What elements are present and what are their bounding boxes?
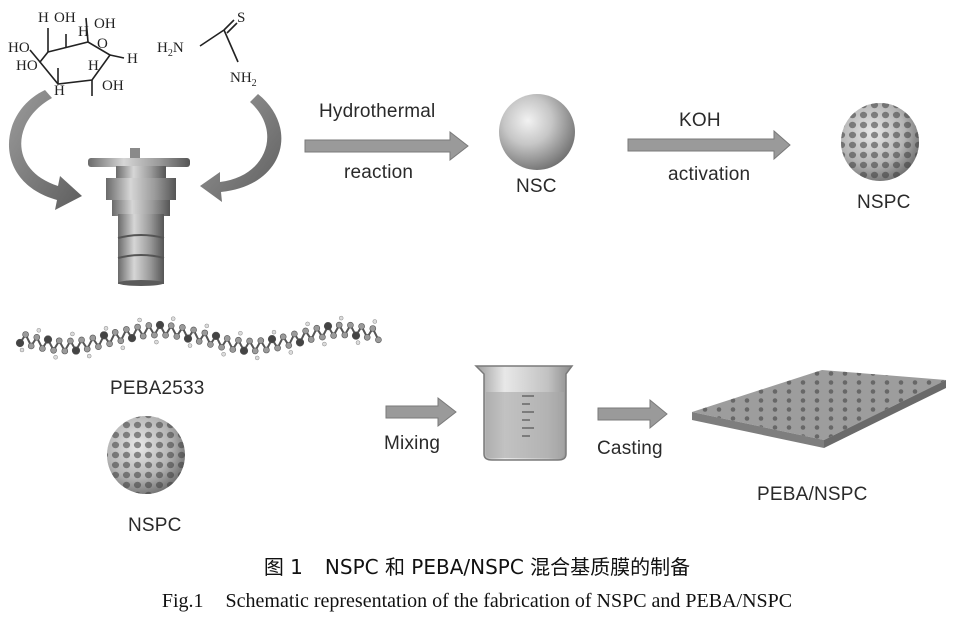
thiourea-structure (199, 19, 239, 63)
nsc-sphere-icon (499, 94, 575, 170)
curved-arrow-right-icon (200, 94, 282, 202)
caption-chinese: 图 1 NSPC 和 PEBA/NSPC 混合基质膜的制备 (0, 551, 954, 580)
nspc-porous-sphere-icon (107, 416, 185, 494)
atom-s: S (237, 10, 245, 26)
membrane-label: PEBA/NSPC (757, 484, 868, 505)
step-hydrothermal-label: Hydrothermal (319, 101, 436, 122)
peba-label: PEBA2533 (110, 378, 205, 399)
peba-polymer-chain-icon (15, 315, 382, 361)
atom-h: H (78, 24, 89, 40)
atom-oh: OH (54, 10, 76, 26)
arrow-koh-icon (627, 129, 791, 161)
nsc-label: NSC (516, 176, 557, 197)
step-casting-label: Casting (597, 438, 663, 459)
atom-oh: OH (102, 78, 124, 94)
caption-english: Fig.1 Schematic representation of the fab… (0, 590, 954, 613)
step-activation-label: activation (668, 164, 751, 185)
atom-h: H (88, 58, 99, 74)
nspc-label: NSPC (857, 192, 911, 213)
membrane-sheet-icon (692, 370, 946, 448)
thiourea-atom-labels: S H2N NH2 (157, 10, 257, 89)
atom-ho: HO (16, 58, 38, 74)
step-koh-label: KOH (679, 110, 721, 131)
nspc-filler-label: NSPC (128, 515, 182, 536)
caption-en-text: Schematic representation of the fabricat… (225, 590, 793, 612)
glucose-structure (29, 17, 125, 96)
caption-cn-text: NSPC 和 PEBA/NSPC 混合基质膜的制备 (324, 555, 691, 579)
atom-oh: OH (94, 16, 116, 32)
glucose-atom-labels: H OH HO HO O H H OH H H OH (8, 10, 138, 99)
caption-en-label: Fig.1 (161, 590, 204, 612)
atom-o: O (97, 36, 108, 52)
atom-h: H (54, 83, 65, 99)
atom-h2n: H2N (157, 40, 184, 59)
arrow-mixing-icon (385, 396, 457, 428)
atom-nh2: NH2 (230, 70, 257, 89)
curved-arrow-left-icon (8, 90, 83, 210)
step-mixing-label: Mixing (384, 433, 441, 454)
step-reaction-label: reaction (344, 162, 414, 183)
caption-cn-label: 图 1 (263, 555, 303, 579)
atom-h: H (127, 51, 138, 67)
arrow-hydrothermal-icon (304, 130, 469, 162)
arrow-casting-icon (597, 398, 668, 430)
atom-ho: HO (8, 40, 30, 56)
autoclave-icon (88, 148, 190, 286)
atom-h: H (38, 10, 49, 26)
beaker-icon (474, 365, 574, 461)
nspc-porous-sphere-icon (841, 103, 919, 181)
